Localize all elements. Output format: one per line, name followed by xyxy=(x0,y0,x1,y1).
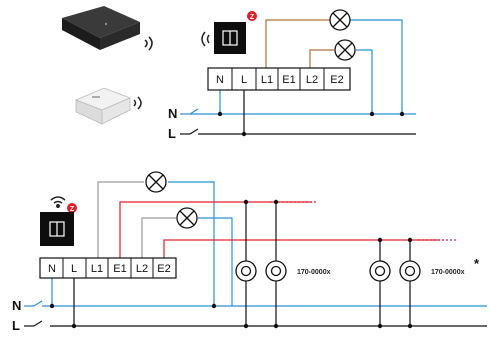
breaker-switch-icon xyxy=(24,300,43,327)
lamp-icon xyxy=(334,39,356,61)
socket-icon xyxy=(369,260,391,282)
hub-light-icon xyxy=(74,87,132,125)
terminal-label: E2 xyxy=(330,74,343,86)
signal-waves-icon xyxy=(133,96,142,110)
lamp-icon xyxy=(329,9,351,31)
terminal-label: N xyxy=(216,74,224,86)
junction-dots-bottom xyxy=(49,199,413,329)
live-bus-label: L xyxy=(168,126,176,141)
terminal-block-bottom: N L L1 E1 L2 E2 xyxy=(39,257,177,279)
zigbee-badge-icon: Z xyxy=(247,11,257,21)
terminal-label: L2 xyxy=(136,263,148,275)
socket-icon xyxy=(399,260,421,282)
terminal-label: L1 xyxy=(261,74,273,86)
terminal-label: L xyxy=(71,263,77,275)
blue-wire-lamp2-neutral xyxy=(198,217,233,306)
grey-wire-l1-lamp xyxy=(97,181,144,258)
terminal-label: E2 xyxy=(157,263,170,275)
breaker-switch-icon xyxy=(180,108,199,135)
terminal-label: N xyxy=(48,263,56,275)
neutral-bus-label: N xyxy=(168,106,177,121)
part-number-label: 170-0000x xyxy=(297,269,331,276)
socket-icon xyxy=(265,260,287,282)
zigbee-badge-icon: Z xyxy=(67,203,77,213)
smart-switch-icon xyxy=(214,22,246,54)
terminal-label: E1 xyxy=(282,74,295,86)
signal-waves-icon xyxy=(201,31,210,47)
grey-wire-l2-lamp xyxy=(141,217,176,258)
neutral-bus-label: N xyxy=(12,298,21,313)
brown-wire-l2 xyxy=(309,49,334,68)
zigbee-badge-text: Z xyxy=(70,206,75,213)
part-number-label: 170-0000x xyxy=(431,269,465,276)
bottom-wires xyxy=(42,181,487,327)
wifi-icon xyxy=(50,196,66,208)
blue-wire-lamp1-neutral xyxy=(168,181,215,306)
terminal-label: E1 xyxy=(113,263,126,275)
lamp-icon xyxy=(145,171,167,193)
lamp-icon xyxy=(176,207,198,229)
terminal-label: L1 xyxy=(91,263,103,275)
junction-dots-top xyxy=(217,111,405,137)
terminal-label: L2 xyxy=(306,74,318,86)
hub-dark-icon xyxy=(62,6,140,50)
blue-wire-lamp1 xyxy=(350,19,403,114)
terminal-label: L xyxy=(241,74,247,86)
terminal-block-top: N L L1 E1 L2 E2 xyxy=(207,67,351,91)
bottom-wiring-diagram: Z xyxy=(12,171,487,333)
socket-icon xyxy=(235,260,257,282)
zigbee-badge-text: Z xyxy=(250,14,255,21)
red-wire-e2 xyxy=(163,239,440,258)
brown-wire-l1 xyxy=(265,19,330,68)
smart-switch-icon xyxy=(40,212,74,246)
signal-waves-icon xyxy=(144,36,153,51)
blue-wire-lamp2 xyxy=(356,49,373,114)
footnote-mark: * xyxy=(474,256,480,271)
top-wires xyxy=(190,19,416,135)
red-wire-e1 xyxy=(119,201,312,258)
top-wiring-diagram: Z xyxy=(62,6,416,141)
live-bus-label: L xyxy=(12,318,20,333)
